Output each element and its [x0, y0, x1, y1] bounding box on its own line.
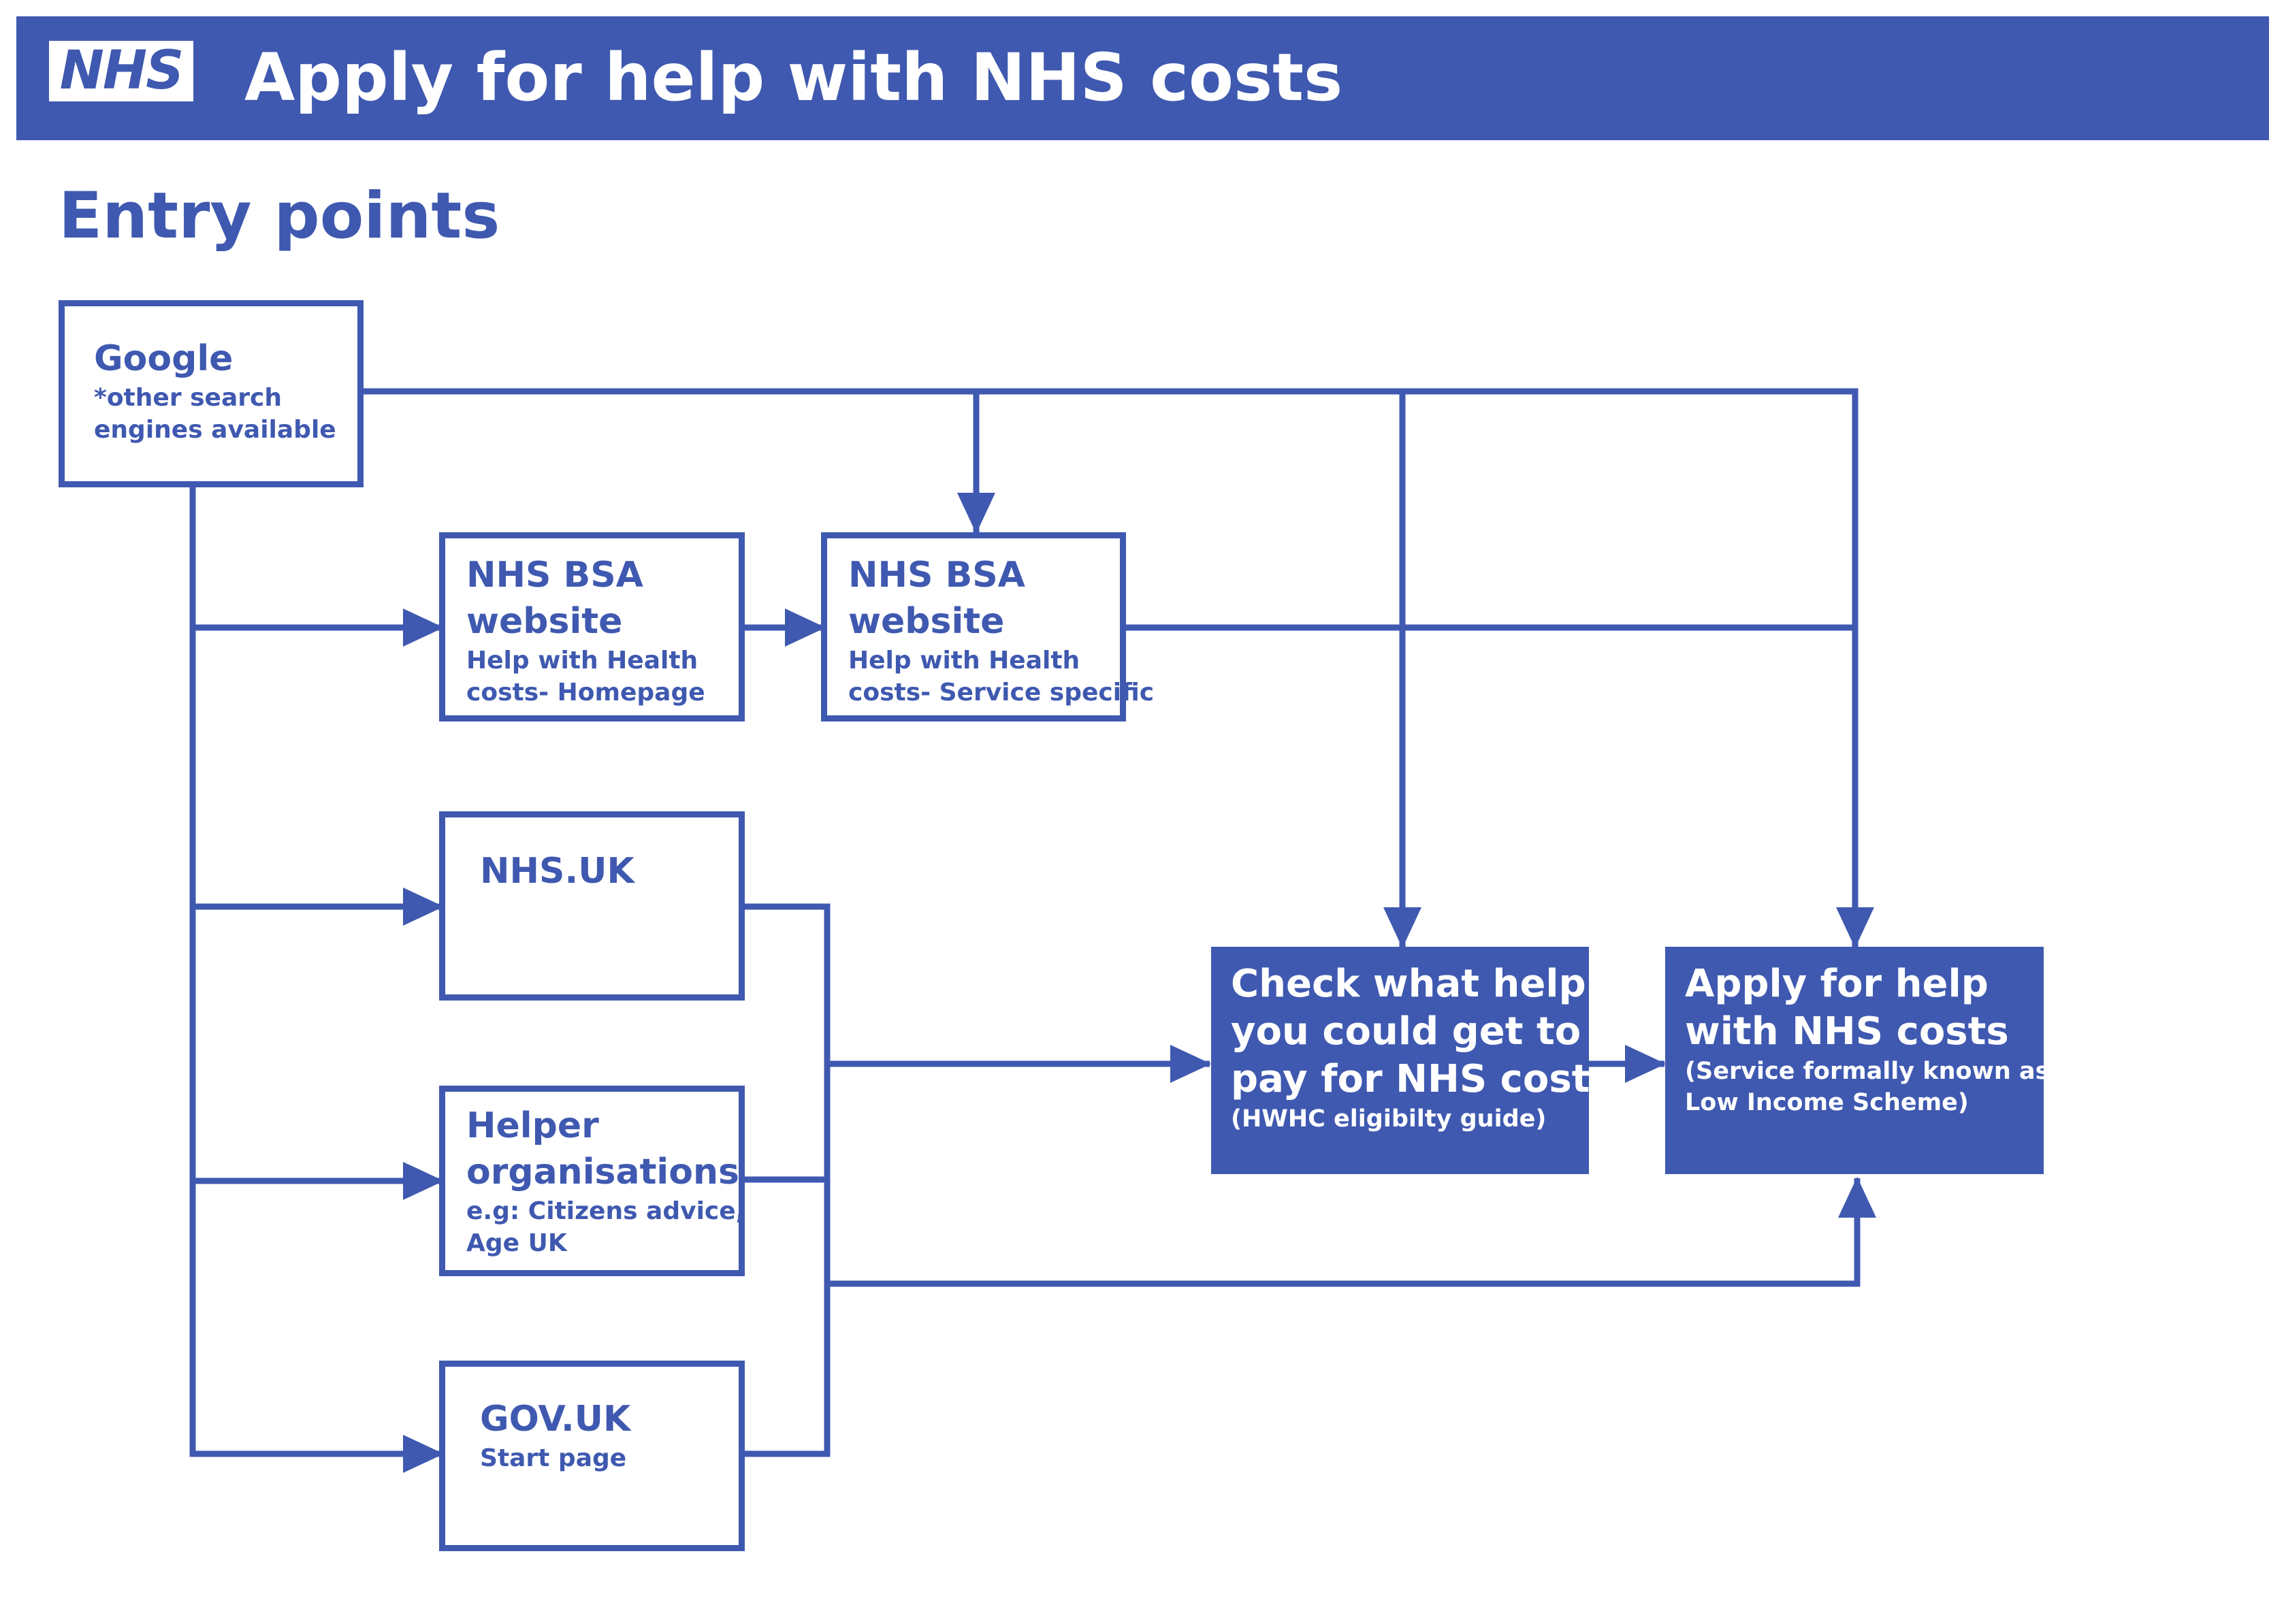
node-check-subtitle: (HWHC eligibilty guide): [1231, 1105, 1547, 1133]
node-google-title: Google: [94, 338, 234, 379]
node-apply-subtitle-1: (Service formally known as: [1685, 1058, 2050, 1085]
node-helper-subtitle-2: Age UK: [466, 1229, 567, 1257]
node-apply-subtitle-2: Low Income Scheme): [1685, 1089, 1969, 1116]
section-title: Entry points: [59, 179, 500, 253]
node-check-title-3: pay for NHS costs: [1231, 1057, 1613, 1101]
node-google-subtitle-1: *other search: [94, 384, 282, 412]
node-google: Google *other search engines available: [59, 300, 364, 487]
node-gov-uk: GOV.UK Start page: [439, 1361, 745, 1551]
line-google-trunk: [189, 487, 444, 1473]
node-nhs-uk-title: NHS.UK: [480, 851, 634, 892]
node-google-subtitle-2: engines available: [94, 416, 336, 444]
node-check-help: Check what help you could get to pay for…: [1211, 947, 1613, 1174]
page-title: Apply for help with NHS costs: [244, 39, 1343, 116]
node-bsa-service-subtitle-1: Help with Health: [848, 647, 1080, 675]
node-helper-organisations: Helper organisations e.g: Citizens advic…: [439, 1086, 745, 1276]
nhs-logo-text: NHS: [59, 40, 184, 101]
node-bsa-service-subtitle-2: costs- Service specific: [848, 679, 1155, 707]
node-bsa-service-title-1: NHS BSA: [848, 555, 1025, 596]
node-bsa-homepage-title-2: website: [466, 601, 623, 642]
node-gov-uk-title: GOV.UK: [480, 1399, 631, 1440]
arrow-collector-to-apply: [827, 1177, 1876, 1287]
node-bsa-homepage-title-1: NHS BSA: [466, 555, 643, 596]
header-banner: NHS Apply for help with NHS costs: [16, 16, 2269, 140]
node-bsa-homepage-subtitle-1: Help with Health: [466, 647, 698, 675]
node-check-title-1: Check what help: [1231, 962, 1586, 1006]
node-apply-title-2: with NHS costs: [1685, 1009, 2009, 1054]
nhs-logo: NHS: [49, 41, 193, 101]
line-google-top: [361, 388, 1874, 948]
node-helper-title-2: organisations: [466, 1152, 739, 1192]
node-helper-subtitle-1: e.g: Citizens advice,: [466, 1197, 745, 1225]
node-apply-title-1: Apply for help: [1685, 962, 1989, 1006]
node-helper-title-1: Helper: [466, 1105, 599, 1146]
node-bsa-service: NHS BSA website Help with Health costs- …: [821, 532, 1155, 721]
node-nhs-uk: NHS.UK: [439, 811, 745, 1001]
node-check-title-2: you could get to: [1231, 1009, 1581, 1054]
node-gov-uk-subtitle: Start page: [480, 1444, 627, 1472]
node-bsa-service-title-2: website: [848, 601, 1005, 642]
node-apply-help: Apply for help with NHS costs (Service f…: [1665, 947, 2050, 1174]
node-bsa-homepage: NHS BSA website Help with Health costs- …: [439, 532, 745, 721]
node-bsa-homepage-subtitle-2: costs- Homepage: [466, 679, 705, 707]
